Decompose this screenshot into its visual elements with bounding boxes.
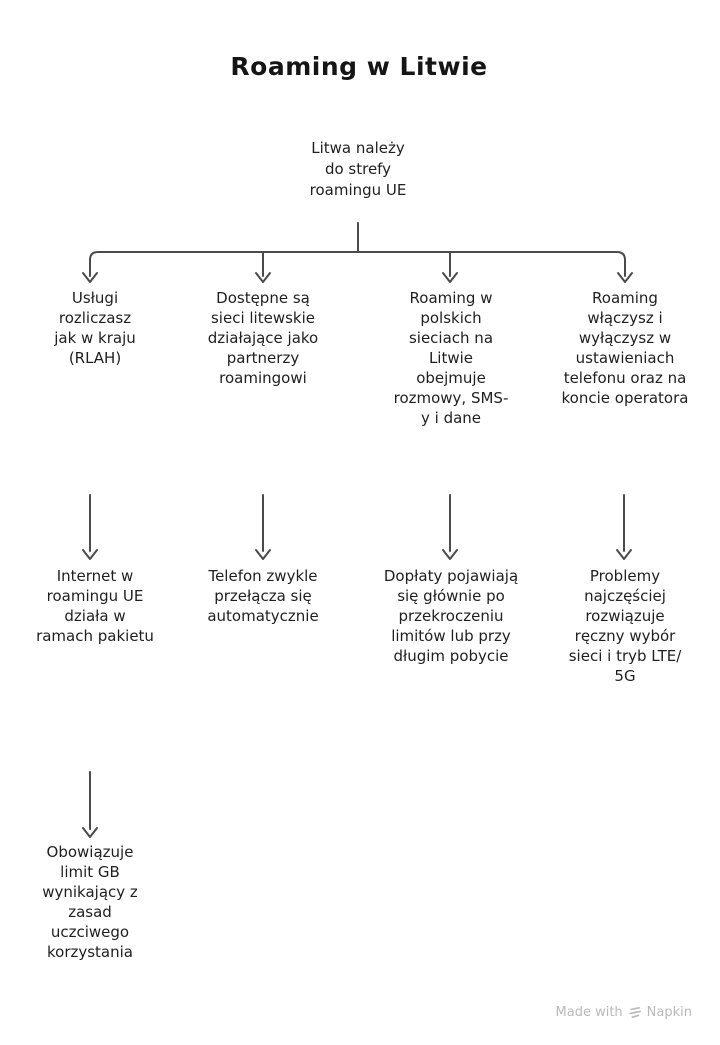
napkin-watermark-link[interactable]: Made with Napkin: [556, 1005, 692, 1020]
node-level2-internet: Internet w roamingu UE działa w ramach p…: [36, 567, 154, 645]
arrowhead-l2-c4: [616, 549, 632, 560]
made-with-label: Made with: [555, 1005, 623, 1020]
arrowhead-l1-c4: [617, 272, 633, 283]
arrowhead-l2-c2: [255, 549, 271, 560]
napkin-logo-icon: [629, 1006, 641, 1018]
connector-branch-bar: [89, 251, 626, 277]
arrowhead-l1-c3: [442, 272, 458, 283]
node-level1-rlah: Usługi rozliczasz jak w kraju (RLAH): [54, 289, 136, 367]
arrowhead-l1-c1: [82, 272, 98, 283]
node-level1-ustawienia: Roaming włączysz i wyłączysz w ustawieni…: [561, 289, 689, 407]
napkin-brand-label: Napkin: [646, 1005, 692, 1020]
node-level2-problemy: Problemy najczęściej rozwiązuje ręczny w…: [568, 567, 682, 685]
arrowhead-l1-c2: [255, 272, 271, 283]
arrowhead-l2-c3: [442, 549, 458, 560]
node-level3-limit-gb: Obowiązuje limit GB wynikający z zasad u…: [42, 843, 138, 961]
node-level2-doplaty: Dopłaty pojawiają się głównie po przekro…: [383, 567, 519, 665]
node-level2-telefon: Telefon zwykle przełącza się automatyczn…: [207, 567, 319, 625]
node-level1-zakres: Roaming w polskich sieciach na Litwie ob…: [393, 289, 509, 427]
node-level1-sieci: Dostępne są sieci litewskie działające j…: [207, 289, 319, 387]
arrowhead-l3-c1: [82, 827, 98, 838]
arrowhead-l2-c1: [82, 549, 98, 560]
node-root: Litwa należy do strefy roamingu UE: [309, 139, 407, 199]
diagram-title: Roaming w Litwie: [230, 52, 488, 81]
